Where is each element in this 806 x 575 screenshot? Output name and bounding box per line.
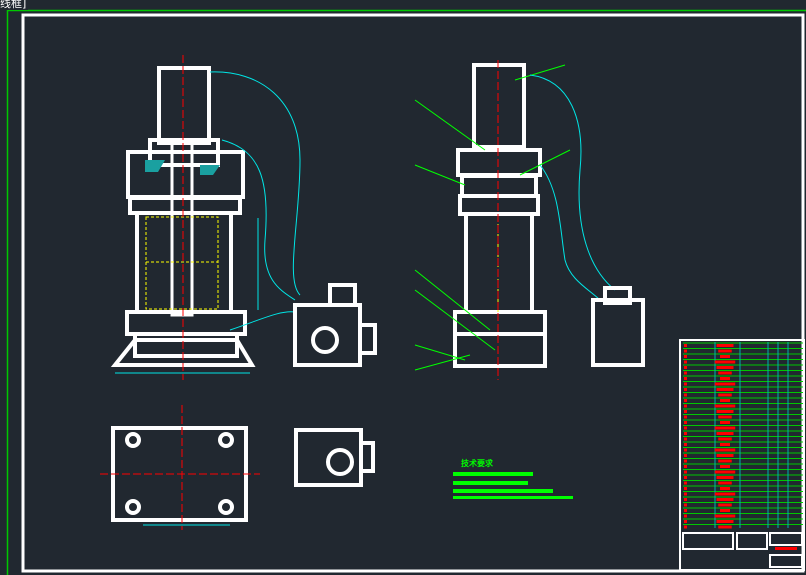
outer-frame [6, 9, 806, 575]
table-cell-number [684, 399, 687, 402]
table-cell-text [720, 443, 730, 446]
table-cell-text [714, 382, 736, 386]
table-cell-number [684, 437, 687, 441]
table-cell-number [684, 349, 687, 353]
pump-unit-right [591, 286, 645, 367]
table-cell-text [716, 498, 734, 501]
table-cell-number [684, 525, 687, 529]
table-cell-text [720, 377, 730, 380]
table-cell-text [716, 388, 734, 391]
table-cell-text [720, 487, 730, 490]
table-cell-text [716, 432, 734, 435]
table-cell-number [684, 443, 687, 446]
table-cell-text [718, 415, 732, 419]
table-cell-text [716, 410, 734, 413]
table-cell-text [714, 448, 736, 452]
table-cell-text [714, 514, 736, 518]
table-cell-text [720, 465, 730, 468]
table-cell-number [684, 481, 687, 485]
table-cell-text [716, 366, 734, 369]
tech-requirements-lines [453, 472, 573, 499]
table-cell-number [684, 492, 687, 496]
table-cell-text [718, 481, 732, 485]
table-cell-number [684, 520, 687, 523]
table-cell-text [718, 371, 732, 375]
table-cell-number [684, 476, 687, 479]
table-cell-text [720, 399, 730, 402]
table-cell-number [684, 366, 687, 369]
table-cell-text [720, 421, 730, 424]
table-cell-text [714, 492, 736, 496]
table-cell-number [684, 355, 687, 358]
table-cell-text [716, 476, 734, 479]
inner-frame [21, 13, 805, 573]
table-cell-text [718, 349, 732, 353]
table-cell-number [684, 360, 687, 364]
table-cell-number [684, 344, 687, 347]
table-cell-number [684, 426, 687, 430]
table-cell-text [718, 437, 732, 441]
table-cell-text [716, 520, 734, 523]
side-view-right [453, 63, 547, 368]
table-cell-text [714, 404, 736, 408]
parts-list-table [679, 339, 805, 571]
table-cell-number [684, 509, 687, 512]
front-view-left [110, 66, 256, 367]
table-cell-number [684, 377, 687, 380]
table-cell-text [714, 426, 736, 430]
table-cell-number [684, 448, 687, 452]
table-cell-number [684, 382, 687, 386]
pump-unit-left [293, 283, 377, 367]
pump-top-view [294, 428, 375, 487]
table-cell-number [684, 459, 687, 463]
table-cell-number [684, 503, 687, 507]
table-cell-number [684, 514, 687, 518]
table-cell-text [718, 525, 732, 529]
table-cell-text [718, 393, 732, 397]
table-cell-text [716, 454, 734, 457]
table-cell-text [720, 509, 730, 512]
tech-requirements-title: 技术要求 [461, 459, 493, 468]
table-cell-text [714, 360, 736, 364]
table-cell-text [718, 503, 732, 507]
table-cell-number [684, 498, 687, 501]
hidden-cylinder [145, 216, 219, 310]
table-cell-number [684, 432, 687, 435]
viewport-label[interactable]: 线框] [0, 0, 29, 10]
table-cell-number [684, 454, 687, 457]
table-cell-number [684, 470, 687, 474]
table-cell-number [684, 410, 687, 413]
table-cell-text [716, 344, 734, 347]
table-cell-number [684, 465, 687, 468]
table-cell-number [684, 421, 687, 424]
table-cell-number [684, 371, 687, 375]
table-cell-number [684, 404, 687, 408]
table-cell-number [684, 415, 687, 419]
table-cell-number [684, 487, 687, 490]
table-cell-number [684, 393, 687, 397]
table-cell-number [684, 388, 687, 391]
table-cell-text [720, 355, 730, 358]
table-cell-text [714, 470, 736, 474]
table-cell-text [718, 459, 732, 463]
